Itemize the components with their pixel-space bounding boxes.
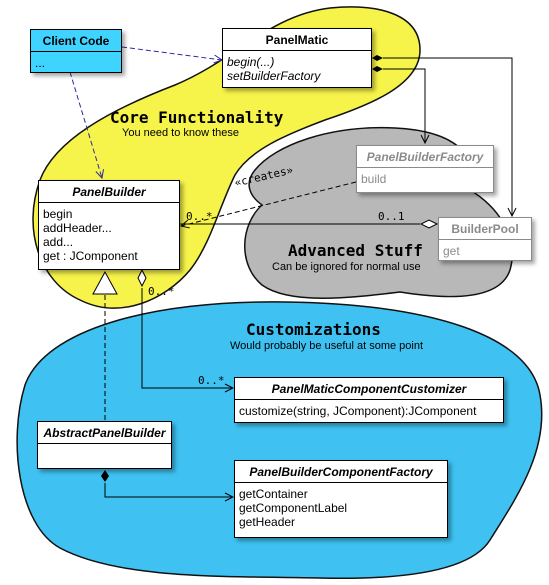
class-empty-section <box>38 444 171 466</box>
class-op: get : JComponent <box>43 249 138 263</box>
class-op: begin(...) <box>227 55 275 69</box>
class-name: PanelBuilder <box>39 181 179 203</box>
edge-panelmatic-pool <box>383 57 512 216</box>
edge-client-panelbuilder <box>69 71 102 178</box>
edge-builder-customizer <box>141 288 233 388</box>
class-panelmatic[interactable]: PanelMatic begin(...) setBuilderFactory <box>222 28 372 88</box>
class-op: ... <box>35 56 46 70</box>
class-name: BuilderPool <box>439 218 531 240</box>
class-panelbuilderfactory[interactable]: PanelBuilderFactory build <box>356 145 494 193</box>
class-panelbuilder[interactable]: PanelBuilder begin addHeader... add... g… <box>38 180 180 270</box>
core-region-subtitle: You need to know these <box>122 127 240 139</box>
advanced-region-title: Advanced Stuff <box>288 241 423 260</box>
multiplicity-pool-builder-one: 0..1 <box>378 210 405 223</box>
edge-panelmatic-factory <box>383 68 425 143</box>
customizations-region-title: Customizations <box>246 320 381 339</box>
class-op: setBuilderFactory <box>227 69 321 83</box>
class-op: get <box>443 244 460 258</box>
edge-client-panelmatic <box>121 46 222 60</box>
class-name: PanelBuilderComponentFactory <box>235 461 447 483</box>
edge-abstract-componentfactory <box>104 483 233 497</box>
class-abstractpanelbuilder[interactable]: AbstractPanelBuilder <box>37 421 172 469</box>
class-panelbuildercomponentfactory[interactable]: PanelBuilderComponentFactory getContaine… <box>234 460 448 538</box>
class-op: getHeader <box>239 515 296 529</box>
class-op: build <box>361 172 387 186</box>
customizations-region-subtitle: Would probably be useful at some point <box>230 340 424 352</box>
class-op: addHeader... <box>43 221 112 235</box>
class-name: PanelMatic <box>223 29 371 51</box>
class-op: begin <box>43 207 73 221</box>
class-panelmaticcomponentcustomizer[interactable]: PanelMaticComponentCustomizer customize(… <box>234 377 504 423</box>
multiplicity-pool-builder-many: 0..* <box>186 210 213 223</box>
multiplicity-builder-customizer-a: 0..* <box>148 285 175 298</box>
class-name: PanelMaticComponentCustomizer <box>235 378 503 400</box>
multiplicity-builder-customizer-b: 0..* <box>198 374 225 387</box>
class-client-code[interactable]: Client Code ... <box>30 29 122 73</box>
edge-factory-creates-builder <box>181 181 357 226</box>
class-builderpool[interactable]: BuilderPool get <box>438 217 532 261</box>
class-op: customize(string, JComponent):JComponent <box>239 404 477 418</box>
core-region-title: Core Functionality <box>110 108 284 127</box>
class-op: getComponentLabel <box>239 501 348 515</box>
class-op: getContainer <box>239 487 308 501</box>
class-op: add... <box>43 235 74 249</box>
advanced-region-subtitle: Can be ignored for normal use <box>272 261 421 273</box>
class-name: PanelBuilderFactory <box>357 146 493 168</box>
class-name: AbstractPanelBuilder <box>38 422 171 444</box>
class-name: Client Code <box>31 30 121 52</box>
